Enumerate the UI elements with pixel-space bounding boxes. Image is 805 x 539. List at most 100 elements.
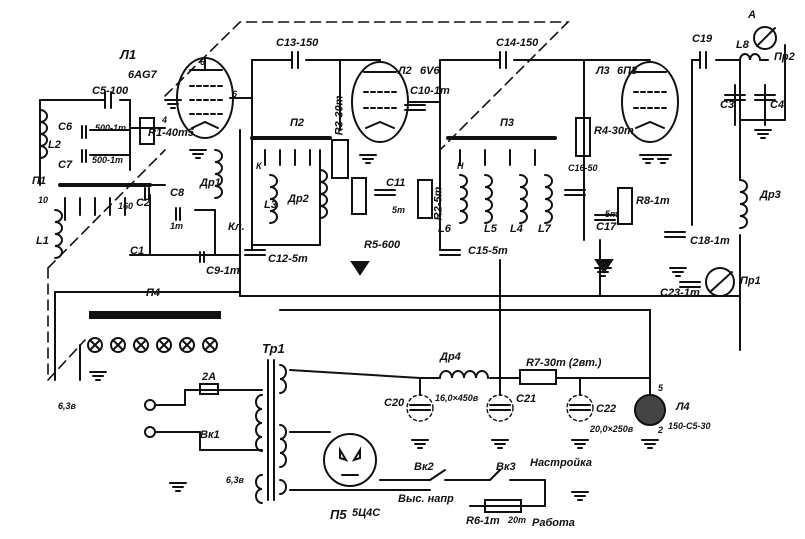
cap-c3: C3 bbox=[720, 99, 735, 111]
bandswitch-bars bbox=[58, 136, 557, 221]
tube-l1-type: 6AG7 bbox=[128, 69, 157, 81]
coil-l5: L5 bbox=[484, 223, 497, 235]
res-r4: R4-30т bbox=[594, 125, 634, 137]
cap-c2: C2 bbox=[136, 197, 151, 209]
switch-vk2: Вк2 bbox=[414, 461, 434, 473]
switch-bank-p4 bbox=[54, 291, 241, 381]
cap-c15: C15-5т bbox=[468, 245, 508, 257]
resistors bbox=[139, 117, 633, 513]
res-r2: R2-5т bbox=[432, 186, 445, 221]
tube-l2-ref: Л2 bbox=[398, 65, 412, 77]
cap-c21: C21 bbox=[516, 393, 537, 405]
cap-c22: C22 bbox=[596, 403, 617, 415]
tube-l3-type: 6П3 bbox=[617, 65, 638, 77]
voltage-label-1: 6,3в bbox=[58, 401, 76, 411]
pin-6b: 6 bbox=[232, 89, 238, 99]
transformer-label: Тр1 bbox=[262, 341, 285, 356]
pin-6a: 6 bbox=[200, 57, 206, 67]
coil-l7: L7 bbox=[538, 223, 551, 235]
meter-pr1: Пр1 bbox=[740, 275, 761, 287]
fuse-label: 2A bbox=[202, 371, 217, 383]
cap-c5: C5-100 bbox=[92, 85, 129, 97]
coil-l2: L2 bbox=[48, 139, 61, 151]
cap-c1: C1 bbox=[130, 245, 145, 257]
pin-5: 5 bbox=[658, 383, 664, 393]
coil-mark-k: К bbox=[256, 161, 262, 171]
coil-l8: L8 bbox=[736, 39, 749, 51]
cap-c22-value: 20,0×250в bbox=[590, 424, 634, 434]
cap-c13: C13-150 bbox=[276, 37, 319, 49]
meters bbox=[705, 26, 777, 297]
cap-c4: C4 bbox=[770, 99, 785, 111]
coil-l6: L6 bbox=[438, 223, 451, 235]
pin-10: 10 bbox=[38, 195, 49, 205]
rectifier-5c4s bbox=[323, 433, 377, 487]
res-r7: R7-30т (2вт.) bbox=[526, 357, 602, 369]
cap-c23: C23-1т bbox=[660, 287, 700, 299]
tube-l1-ref: Л1 bbox=[120, 47, 137, 62]
cap-c17: C17 bbox=[596, 221, 617, 233]
res-r5: R5-600 bbox=[364, 239, 401, 251]
res-r9: 20т bbox=[508, 515, 527, 525]
coil-mark-n: Н bbox=[457, 161, 464, 171]
pin-4: 4 bbox=[162, 115, 168, 125]
inductors bbox=[39, 53, 761, 379]
capacitors bbox=[81, 51, 776, 411]
cap-c12: C12-5т bbox=[268, 253, 308, 265]
tube-l2-type: 6V6 bbox=[420, 65, 440, 77]
res-r6: R6-1т bbox=[466, 515, 500, 527]
coil-l4: L4 bbox=[510, 223, 523, 235]
choke-dr4: Др4 bbox=[440, 351, 461, 363]
switch-p4: П4 bbox=[146, 287, 161, 299]
switch-p3: П3 bbox=[500, 117, 515, 129]
wiring bbox=[39, 44, 786, 396]
voltage-label-2: 6,3в bbox=[226, 475, 244, 485]
cap-c9: C9-1т bbox=[206, 265, 240, 277]
mains-input bbox=[144, 383, 263, 451]
coil-l1: L1 bbox=[36, 235, 49, 247]
pin-160: 160 bbox=[118, 201, 134, 211]
meter-pr2: Пр2 bbox=[774, 51, 795, 63]
ground-arrow bbox=[350, 261, 370, 276]
switch-p2: П2 bbox=[290, 117, 305, 129]
res-r8: R8-1т bbox=[636, 195, 670, 207]
cap-c8: C8 bbox=[170, 187, 185, 199]
cap-c10: C10-1т bbox=[410, 85, 450, 97]
choke-dr2: Др2 bbox=[288, 193, 309, 205]
cap-c20: C20 bbox=[384, 397, 405, 409]
cap-c20-value: 16,0×450в bbox=[435, 393, 479, 403]
mode-high-voltage: Выс. напр bbox=[398, 493, 454, 505]
electrolytic-dashed-circles bbox=[406, 394, 594, 422]
cap-c6: C6 bbox=[58, 121, 73, 133]
choke-dr1: Др1 bbox=[200, 177, 221, 189]
stabilizer-tube bbox=[634, 394, 666, 426]
tube-l4-type: 150-С5-30 bbox=[668, 421, 711, 431]
tube-l3 bbox=[621, 61, 679, 143]
ground-arrow-2 bbox=[594, 259, 614, 274]
tube-l5-type: 5Ц4С bbox=[352, 507, 381, 519]
mode-tune: Настройка bbox=[530, 457, 592, 469]
switch-vk2-vk3 bbox=[379, 469, 546, 507]
res-r1: R1-40т5 bbox=[148, 127, 194, 139]
key-kl: Кл. bbox=[228, 221, 245, 233]
cap-c7-value: 500-1т bbox=[92, 155, 124, 165]
cap-c19: C19 bbox=[692, 33, 713, 45]
tube-l4-ref: Л4 bbox=[676, 401, 690, 413]
ground-symbols bbox=[89, 99, 772, 501]
cap-c7: C7 bbox=[58, 159, 73, 171]
switch-vk1: Вк1 bbox=[200, 429, 220, 441]
cap-c8-value: 1т bbox=[170, 221, 184, 231]
cap-c11: C11 bbox=[386, 177, 406, 189]
meter-a: A bbox=[748, 9, 756, 21]
lamps bbox=[87, 337, 218, 353]
tube-l1 bbox=[176, 57, 234, 139]
res-r3: R3-30т bbox=[333, 95, 346, 136]
switch-vk3: Вк3 bbox=[496, 461, 516, 473]
cap-c11-value: 5т bbox=[392, 205, 406, 215]
pin-2: 2 bbox=[658, 425, 664, 435]
transformer-tr1 bbox=[255, 359, 431, 504]
cap-c16: C16-50 bbox=[568, 163, 598, 173]
cap-c6-value: 500-1т bbox=[95, 123, 127, 133]
switch-p1: П1 bbox=[32, 175, 47, 187]
